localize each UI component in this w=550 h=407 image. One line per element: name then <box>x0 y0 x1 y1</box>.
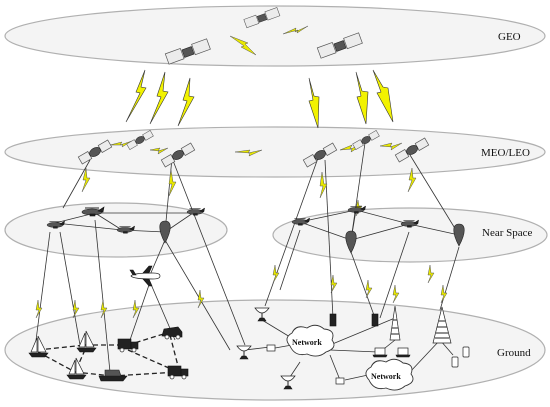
tower-icon <box>432 306 452 344</box>
sailboat-icon <box>28 335 49 358</box>
laptop-icon <box>395 347 411 358</box>
car-icon <box>161 326 183 340</box>
terminal-icon <box>335 377 345 385</box>
layer-label-geo: GEO <box>498 31 521 43</box>
tower-icon <box>389 305 401 341</box>
antenna-dish-icon <box>280 375 296 390</box>
network-label-1: Network <box>292 338 322 347</box>
layer-label-ground: Ground <box>497 347 531 359</box>
network-cloud-1: Network <box>286 324 335 357</box>
base-station-icon <box>371 313 379 327</box>
antenna-dish-icon <box>254 307 270 322</box>
layer-label-near-space: Near Space <box>482 227 533 239</box>
ship-icon <box>98 369 128 382</box>
laptop-icon <box>372 347 388 358</box>
layer-label-meo-leo: MEO/LEO <box>481 147 530 159</box>
sailboat-icon <box>66 357 87 380</box>
network-label-2: Network <box>371 372 401 381</box>
network-cloud-2: Network <box>365 358 414 391</box>
phone-icon <box>462 346 470 358</box>
antenna-dish-icon <box>236 345 252 360</box>
near-space-layer-right <box>272 207 548 263</box>
base-station-icon <box>329 313 337 327</box>
airplane-icon <box>129 265 161 287</box>
geo-layer <box>4 5 546 67</box>
near-space-layer-left <box>4 202 228 258</box>
terminal-icon <box>266 344 276 352</box>
sailboat-icon <box>76 330 97 353</box>
wireless-links <box>35 25 448 319</box>
truck-icon <box>117 338 139 353</box>
phone-icon <box>451 356 459 368</box>
truck-icon <box>167 365 189 380</box>
